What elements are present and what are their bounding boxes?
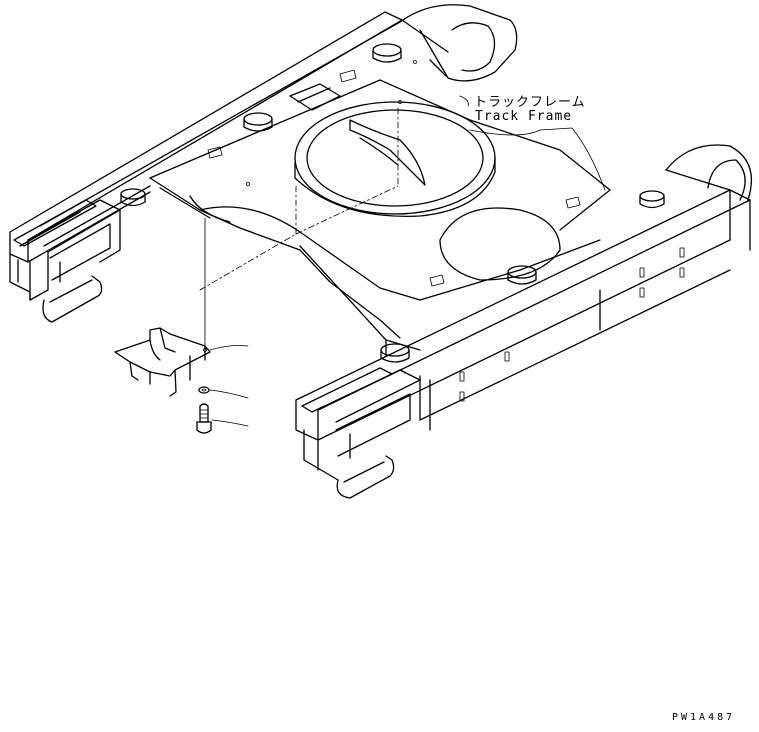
center-frame [149, 60, 611, 357]
cover-plate [114, 327, 211, 397]
callout-leader-bolt [211, 419, 249, 427]
callout-leader-washer [209, 389, 249, 399]
left-rail [9, 4, 518, 323]
callout-leader-cover [209, 345, 249, 351]
drawing-code: PW1A487 [672, 712, 736, 723]
washer [198, 386, 210, 394]
part-name-japanese: トラックフレーム [474, 95, 586, 110]
right-rail [295, 144, 752, 499]
exploded-parts [114, 217, 249, 434]
bolt [196, 403, 212, 434]
track-frame-leader [459, 95, 606, 191]
part-name-english: Track Frame [475, 109, 573, 124]
